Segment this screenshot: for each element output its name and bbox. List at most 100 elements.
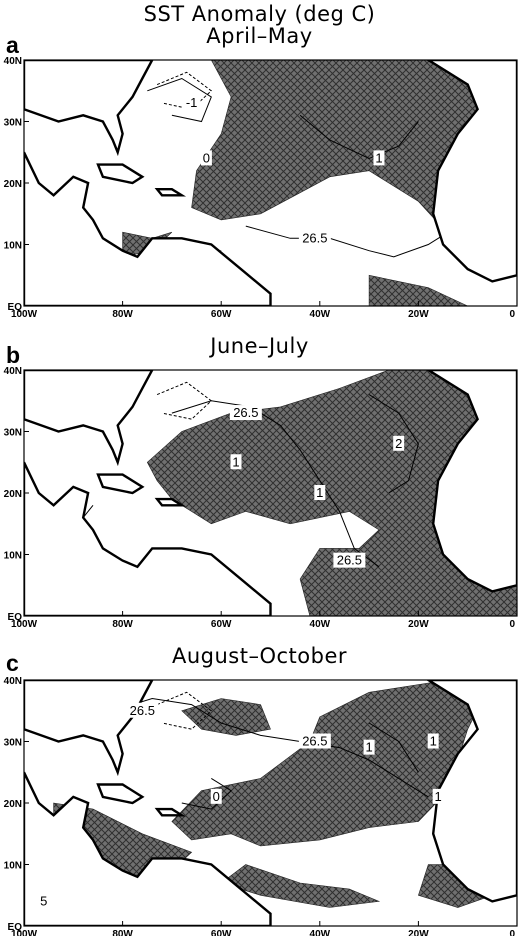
- contour-label: 1: [365, 740, 372, 755]
- contour-label: 5: [40, 893, 47, 908]
- map-content: 26.5 1 2 1 26.5: [24, 370, 517, 616]
- lat-tick-label: 40N: [4, 56, 22, 67]
- contour-label: 1: [232, 454, 239, 469]
- contour-label-bg: [38, 893, 50, 909]
- lat-tick-label: 30N: [4, 738, 22, 749]
- lat-tick-label: 40N: [4, 366, 22, 377]
- contour-label-bg: [393, 435, 405, 451]
- lat-tick-label: 40N: [4, 676, 22, 687]
- lon-tick-label: 40W: [310, 929, 331, 936]
- panel-b-letter: b: [6, 342, 21, 368]
- contour-label: 1: [375, 150, 382, 165]
- contour-label: 26.5: [130, 703, 155, 718]
- lat-tick-label: 20N: [4, 489, 22, 500]
- lon-tick-label: 0: [509, 619, 515, 630]
- lat-tick-label: 10N: [4, 861, 22, 872]
- contour-label-bg: [314, 485, 326, 500]
- contour-label-bg: [432, 788, 444, 804]
- lon-tick-label: 80W: [112, 929, 133, 936]
- contour-line: [368, 394, 419, 494]
- lat-tick-label: EQ: [8, 612, 23, 623]
- contour-label-bg: [182, 95, 201, 111]
- contour-label-bg: [363, 739, 375, 755]
- panel-a-letter: a: [6, 32, 19, 58]
- contour-label-bg: [333, 552, 366, 568]
- contour-line: [147, 77, 212, 123]
- contour-label: 1: [435, 789, 442, 804]
- contour-label: 26.5: [233, 405, 258, 420]
- lon-tick-label: 0: [509, 309, 515, 320]
- contour-label: 0: [203, 150, 210, 165]
- contour-label-bg: [427, 733, 439, 749]
- land-coastline: [426, 370, 517, 593]
- contour-label: -1: [186, 95, 198, 110]
- land-coastline: [24, 461, 272, 616]
- lon-tick-label: 60W: [211, 929, 232, 936]
- land-coastline: [24, 680, 154, 777]
- contour-label-bg: [373, 150, 385, 166]
- figure-title: SST Anomaly (deg C): [143, 2, 376, 26]
- lon-tick-label: 80W: [112, 309, 133, 320]
- land-coastline: [154, 187, 187, 197]
- contour-label: 1: [316, 485, 323, 500]
- map-content: -1 0 1 26.5: [24, 60, 517, 306]
- negative-contour: [156, 71, 213, 110]
- contour-line: [171, 400, 380, 568]
- contour-label-bg: [126, 702, 159, 718]
- panel-a-period: April–May: [206, 24, 313, 48]
- positive-anomaly-region: [146, 370, 517, 616]
- lat-tick-label: EQ: [8, 922, 23, 933]
- lon-tick-label: 20W: [408, 929, 429, 936]
- contour-label-bg: [298, 733, 331, 749]
- map-panel-c: 26.5 26.5 1 1 0 1 5 100W 80W 60W 40W 20W 0 40N 30N 20N 1…: [4, 676, 518, 936]
- positive-anomaly-region: [368, 274, 468, 306]
- land-coastline: [24, 370, 154, 467]
- lon-tick-label: 60W: [211, 309, 232, 320]
- land-coastline: [426, 680, 517, 903]
- lon-tick-label: 60W: [211, 619, 232, 630]
- contour-line: [368, 722, 419, 773]
- lon-tick-label: 100W: [11, 309, 38, 320]
- contour-label: 26.5: [337, 553, 362, 568]
- panel-c-period: August–October: [171, 644, 348, 668]
- contour-label: 2: [395, 436, 402, 451]
- lon-tick-label: 20W: [408, 619, 429, 630]
- lat-tick-label: EQ: [8, 302, 23, 313]
- contour-label-bg: [200, 150, 212, 166]
- contour-line: [299, 114, 419, 159]
- lon-tick-label: 40W: [310, 619, 331, 630]
- contour-label: 0: [213, 789, 220, 804]
- land-coastline: [96, 163, 145, 185]
- positive-anomaly-region: [171, 680, 493, 847]
- lat-tick-label: 10N: [4, 551, 22, 562]
- panel-b-period: June–July: [210, 334, 309, 358]
- lat-tick-label: 30N: [4, 428, 22, 439]
- lon-tick-label: 80W: [112, 619, 133, 630]
- map-content: 26.5 26.5 1 1 0 1 5: [24, 680, 517, 926]
- land-coastline: [154, 807, 186, 817]
- panel-c-letter: c: [6, 650, 19, 676]
- contour-label-bg: [298, 230, 331, 246]
- lon-tick-label: 100W: [11, 929, 38, 936]
- contour-line: [112, 697, 429, 798]
- lon-tick-label: 0: [509, 929, 515, 936]
- land-coastline: [24, 60, 154, 157]
- land-coastline: [96, 783, 145, 805]
- contour-label: 26.5: [302, 734, 327, 749]
- land-coastline: [154, 497, 186, 507]
- lat-tick-label: 20N: [4, 799, 22, 810]
- land-coastline: [24, 151, 272, 306]
- contour-label-bg: [210, 788, 222, 804]
- contour-line: [245, 225, 459, 258]
- land-coastline: [96, 473, 145, 495]
- lon-tick-label: 20W: [408, 309, 429, 320]
- negative-contour: [156, 691, 213, 730]
- contour-label: 1: [430, 734, 437, 749]
- contour-label: 26.5: [302, 230, 327, 245]
- lat-tick-label: 30N: [4, 118, 22, 129]
- lat-tick-label: 10N: [4, 241, 22, 252]
